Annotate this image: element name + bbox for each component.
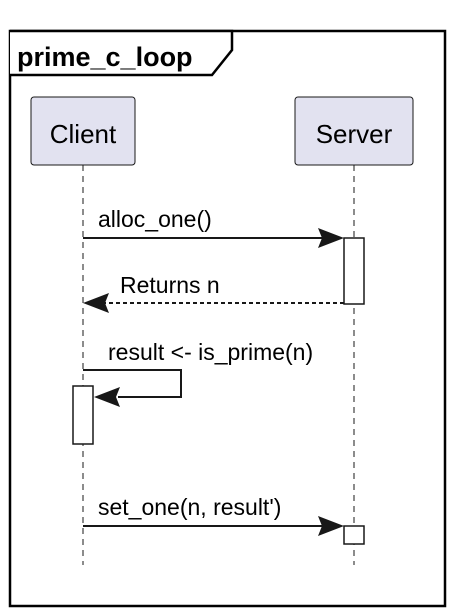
participant-box: [294, 96, 414, 166]
message-label: alloc_one(): [98, 206, 212, 232]
arrowhead: [318, 228, 344, 248]
message-label: result <- is_prime(n): [108, 339, 313, 365]
activation-client: [72, 385, 94, 445]
participant-box: [30, 96, 136, 166]
arrowhead: [94, 387, 120, 407]
arrowhead: [83, 293, 109, 313]
message-is-prime: result <- is_prime(n): [83, 339, 313, 407]
frame-title-tab: [10, 29, 234, 77]
activation-server-small: [343, 525, 365, 545]
activation-server: [343, 237, 365, 305]
message-line: [83, 369, 182, 398]
participant-label: Server: [316, 119, 393, 149]
message-label: set_one(n, result'): [98, 494, 281, 520]
message-label: Returns n: [120, 272, 220, 298]
message-alloc-one: alloc_one(): [83, 206, 344, 248]
participant-label: Client: [50, 119, 117, 149]
message-set-one: set_one(n, result'): [83, 494, 344, 536]
participant-server[interactable]: Server: [294, 96, 414, 166]
message-returns-n: Returns n: [83, 272, 344, 313]
arrowhead: [318, 516, 344, 536]
participant-client[interactable]: Client: [30, 96, 136, 166]
frame-title: prime_c_loop: [17, 42, 193, 72]
